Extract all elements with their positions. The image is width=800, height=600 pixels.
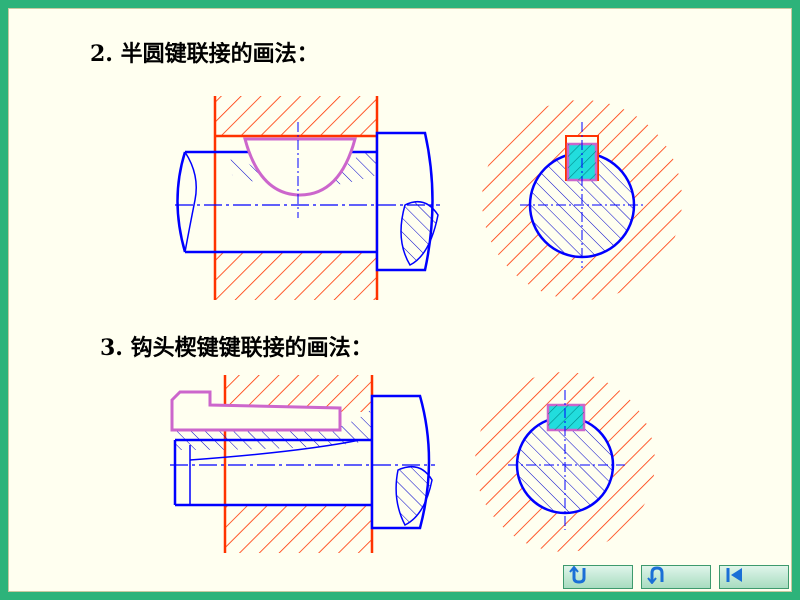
- return-button[interactable]: [563, 565, 633, 589]
- u-turn-icon: [569, 566, 586, 584]
- back-button[interactable]: [641, 565, 711, 589]
- heading-woodruff-key: 2. 半圆键联接的画法：: [90, 41, 319, 67]
- gib-head-longitudinal-view: [170, 375, 435, 553]
- first-page-button[interactable]: [719, 565, 789, 589]
- shaft-outline: [175, 438, 372, 507]
- woodruff-cross-section: [482, 100, 682, 300]
- woodruff-key: [243, 137, 357, 197]
- arch-icon: [647, 566, 664, 584]
- heading-gib-head-key: 3. 钩头楔键键联接的画法：: [100, 335, 373, 361]
- woodruff-longitudinal-view: [175, 96, 440, 300]
- hub-upper-section: [215, 96, 377, 136]
- gib-head-key: [170, 390, 342, 432]
- gib-head-cross-section: [475, 372, 655, 552]
- hub-lower-section: [215, 252, 377, 300]
- hub-lower-section: [225, 505, 372, 553]
- first-page-icon: [726, 568, 742, 582]
